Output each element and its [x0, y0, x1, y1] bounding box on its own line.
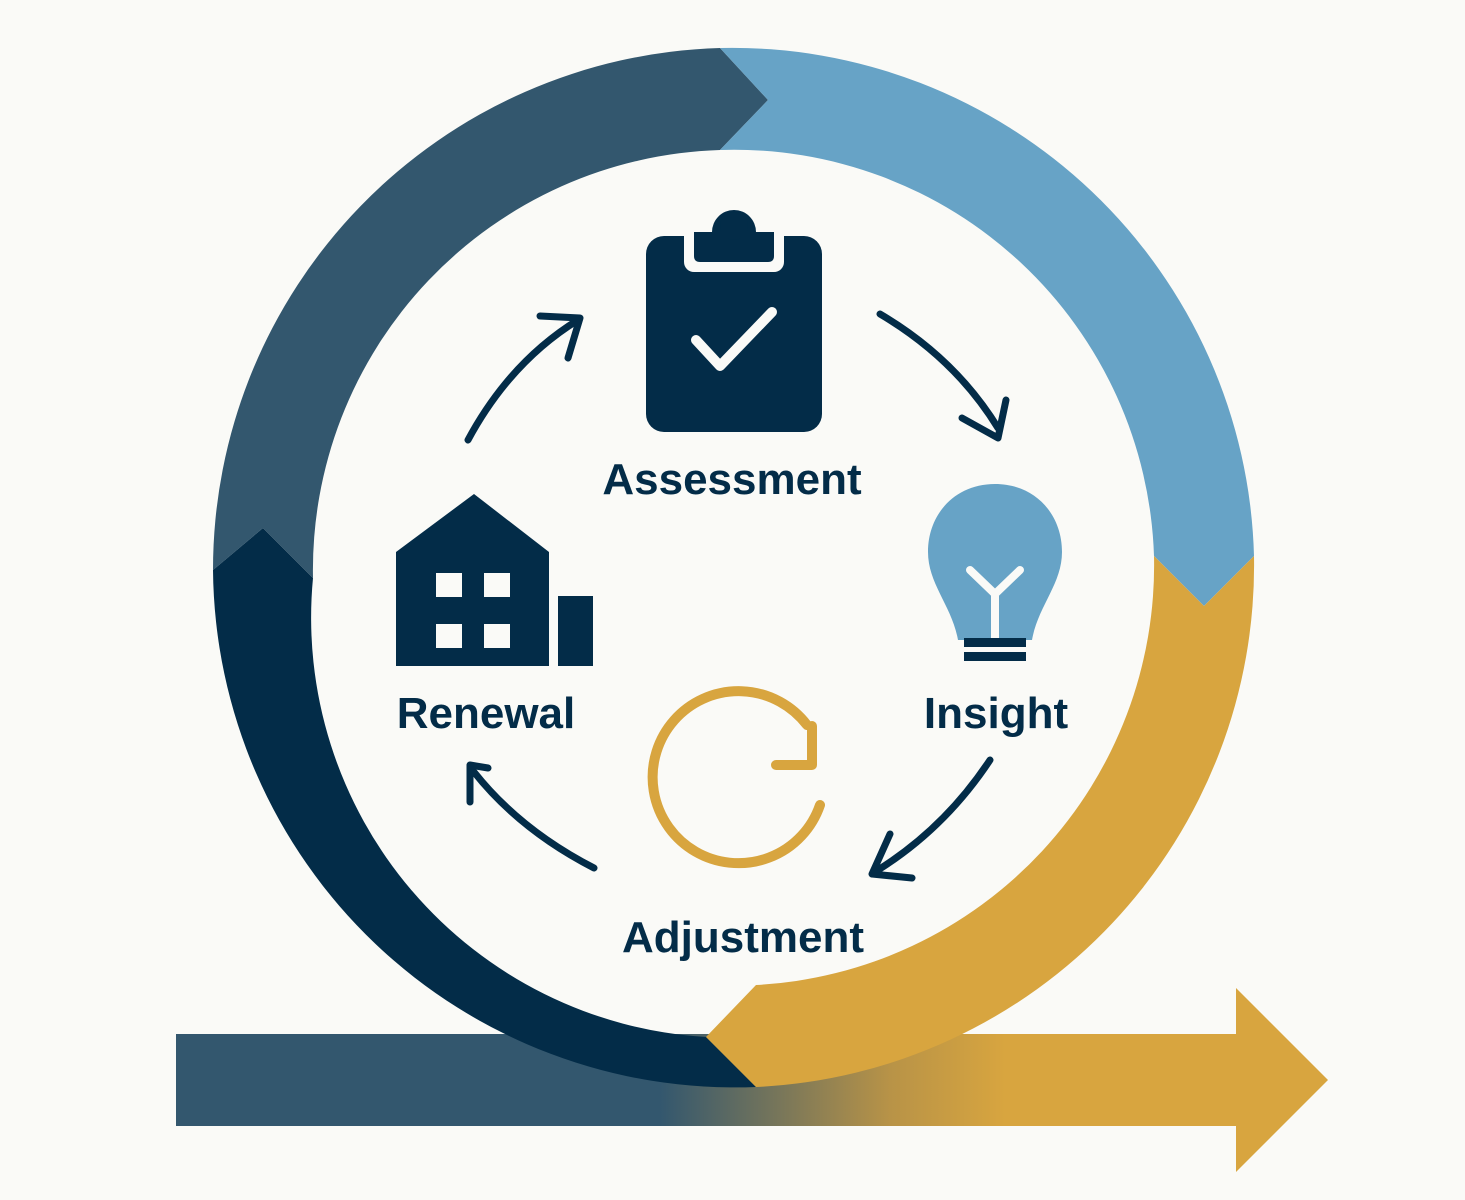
clipboard-check-icon [646, 210, 822, 432]
ring-segment-navy [213, 528, 756, 1088]
refresh-icon [647, 686, 825, 869]
stage-label-adjustment: Adjustment [622, 913, 864, 962]
ring-segment-sky [720, 47, 1254, 607]
arrow-adjustment-to-renewal [466, 761, 598, 872]
stage-label-insight: Insight [924, 689, 1069, 738]
lightbulb-icon [928, 484, 1062, 661]
house-icon [396, 494, 593, 666]
ring-segment-slate [212, 48, 769, 578]
arrow-insight-to-adjustment [868, 756, 994, 882]
arrow-renewal-to-assessment [464, 312, 584, 444]
ring-segment-gold [706, 556, 1255, 1087]
stage-label-renewal: Renewal [397, 689, 576, 738]
arrow-assessment-to-insight [876, 310, 1010, 442]
stage-label-assessment: Assessment [602, 455, 862, 504]
